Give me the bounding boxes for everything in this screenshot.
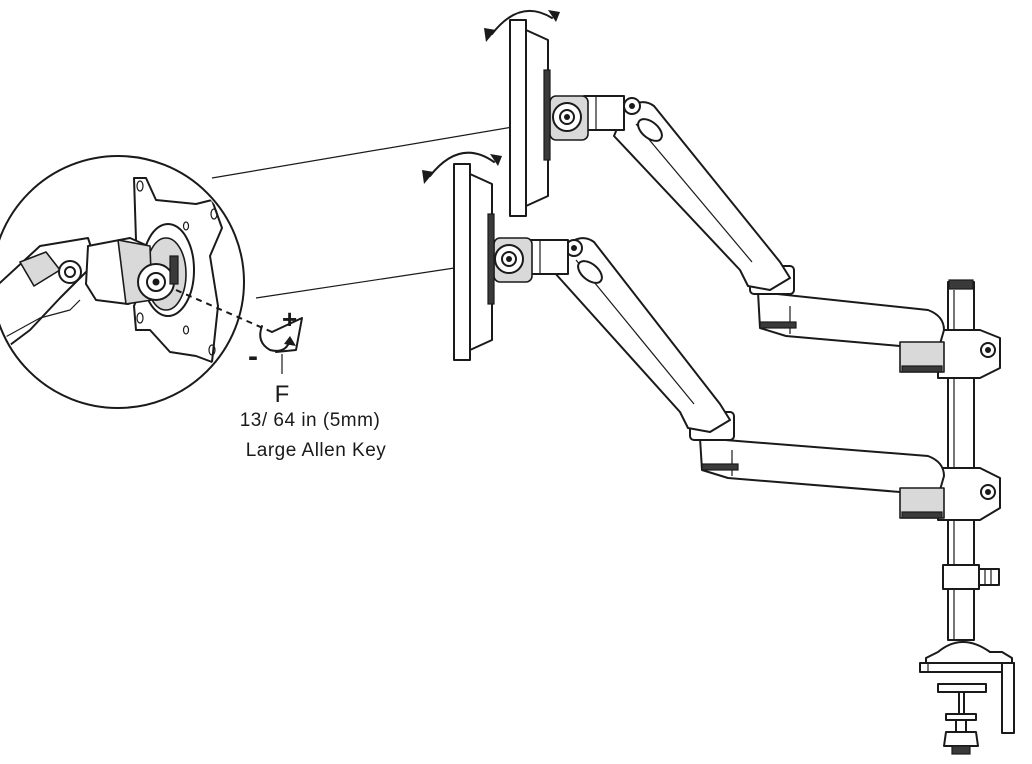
lower-monitor (453, 163, 495, 361)
desk-clamp (919, 641, 1015, 755)
upper-arm-assembly (549, 95, 1001, 379)
upper-monitor (509, 19, 551, 217)
allen-key-size-text: 13/ 64 in (5mm) (240, 410, 381, 431)
lower-rotation-arrow-icon (422, 151, 502, 184)
minus-sign: - (248, 340, 258, 373)
upper-rotation-arrow-icon (484, 9, 560, 42)
plus-sign: + (282, 304, 297, 334)
allen-key-name-text: Large Allen Key (246, 440, 387, 461)
lower-arm-assembly (493, 237, 1001, 521)
allen-key-icon (175, 289, 303, 353)
zoom-detail-circle (0, 155, 245, 409)
label-letter-f: F (275, 381, 290, 408)
